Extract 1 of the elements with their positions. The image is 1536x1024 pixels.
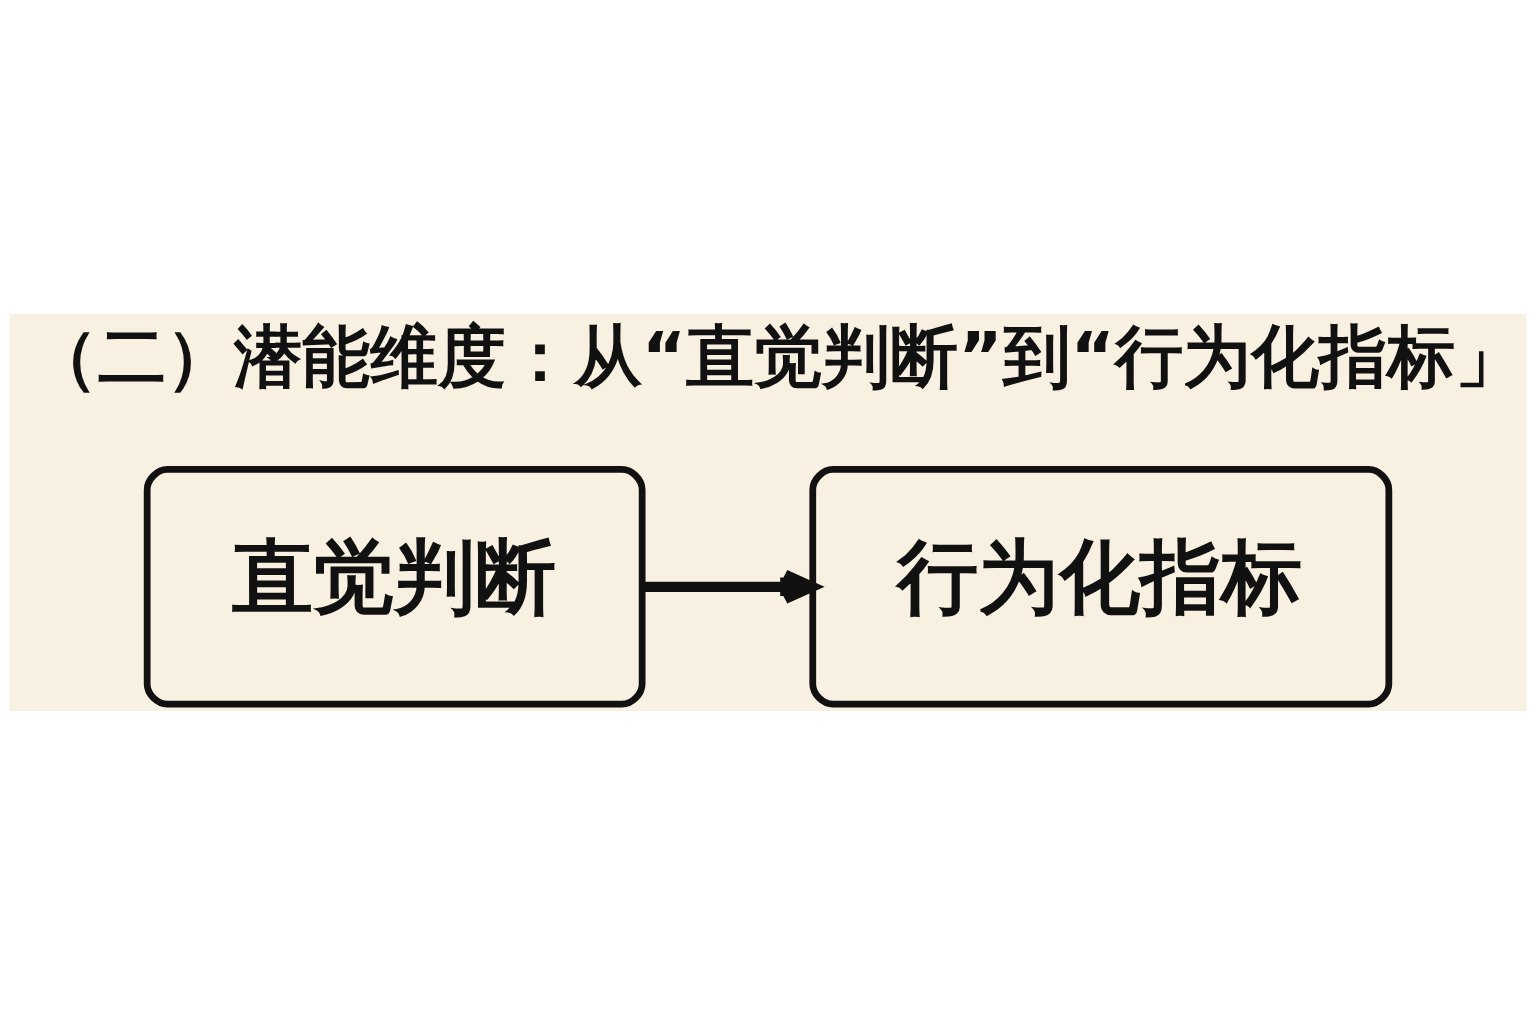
diagram-title: （二）潜能维度：从“直觉判断”到“行为化指标」 (29, 316, 1523, 396)
